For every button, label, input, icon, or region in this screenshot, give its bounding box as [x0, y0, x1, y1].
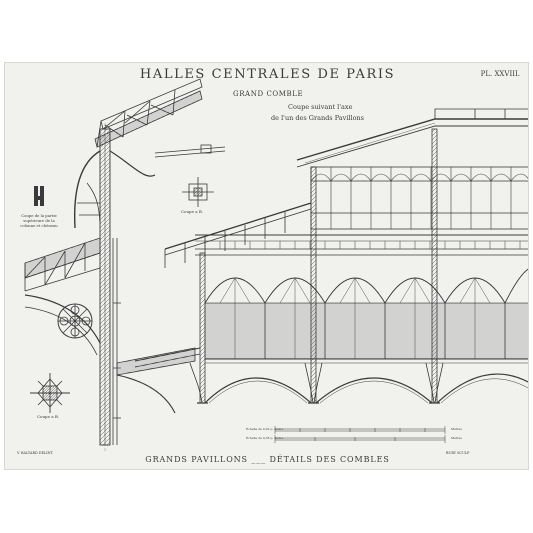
cut-b-label: Coupe a B. — [37, 414, 60, 419]
scale-label-1: Échelle de 0,02 p. mètre — [246, 427, 284, 431]
gutter-label: Coupe de la partie supérieure de la colo… — [20, 213, 58, 228]
section-caption-line2: de l'un des Grands Pavillons — [271, 114, 365, 122]
engraving-plate: HALLES CENTRALES DE PARIS PL. XXVIII. GR… — [4, 62, 529, 470]
cut-a-section — [182, 177, 214, 207]
plate-title: HALLES CENTRALES DE PARIS — [139, 67, 396, 82]
cut-b-section — [30, 373, 70, 413]
section-caption-line1: Coupe suivant l'axe — [288, 103, 353, 111]
plate-number: PL. XXVIII. — [480, 70, 520, 78]
engraver-credit-right: BURY SCULP — [446, 451, 470, 455]
gutter-profile — [34, 186, 44, 206]
column-detail-drawing — [24, 78, 226, 446]
bottom-caption: GRANDS PAVILLONS ___ DÉTAILS DES COMBLES — [145, 455, 390, 464]
engraver-credit-left: V. BALTARD DELINT — [17, 451, 53, 455]
scale-unit-2: Mètres — [451, 436, 462, 440]
section-title: GRAND COMBLE — [233, 90, 304, 98]
scale-bars — [274, 426, 446, 443]
cut-a-label: Coupe a B. — [181, 209, 204, 214]
scale-label-2: Échelle de 0,05 p. mètre — [246, 436, 284, 440]
scale-unit-1: Mètres — [451, 427, 462, 431]
pavilion-section-drawing — [134, 108, 528, 404]
engraving-drawing — [24, 78, 528, 453]
